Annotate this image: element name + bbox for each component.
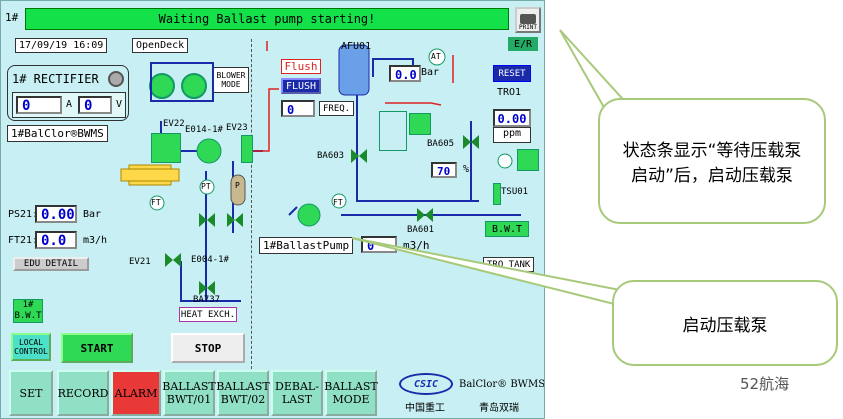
valve-v1-icon[interactable]: [199, 213, 215, 227]
ba737-valve-icon[interactable]: [199, 281, 215, 295]
ev23-valve-icon[interactable]: [241, 135, 253, 163]
ba605-label: BA605: [427, 139, 455, 149]
rectifier-title: 1# RECTIFIER: [12, 72, 99, 86]
p-label: P: [235, 181, 240, 190]
date-value: 17/09/19: [19, 40, 68, 51]
callout-top: 状态条显示“等待压载泵启动”后，启动压载泵: [598, 98, 826, 224]
deck-mode: OpenDeck: [132, 38, 189, 53]
ps21-unit: Bar: [83, 209, 102, 220]
pump-flow-value: 0: [361, 236, 397, 253]
divider: [251, 39, 252, 369]
nav-alarm-button[interactable]: ALARM: [111, 370, 161, 416]
ba605-valve-icon[interactable]: [463, 135, 479, 149]
tro-label: TRO1: [497, 87, 522, 98]
ev22-label: EV22: [163, 119, 185, 129]
nav-ballast-bwt02-button[interactable]: BALLAST BWT/02: [216, 370, 270, 416]
tro-tank-label: TRO TANK: [483, 257, 535, 272]
heat-exch-label: HEAT EXCH.: [179, 307, 237, 322]
freq-unit: FREQ.: [319, 101, 355, 116]
time-value: 16:09: [73, 40, 104, 51]
freq-value: 0: [281, 100, 315, 117]
hmi-panel: 1# Waiting Ballast pump starting! PRINT …: [0, 0, 545, 419]
tsu01-label: TSU01: [501, 187, 529, 197]
bwt-right-indicator: B.W.T: [485, 221, 529, 237]
er-indicator: E/R: [508, 37, 538, 51]
csic-logo: CSIC: [399, 373, 453, 395]
blower-mode-button[interactable]: BLOWER MODE: [213, 67, 249, 93]
tro-unit: ppm: [493, 127, 531, 143]
voltage-unit: V: [116, 99, 123, 110]
e004-label: E004-1#: [191, 255, 229, 265]
current-unit: A: [66, 99, 73, 110]
status-prefix: 1#: [5, 11, 19, 24]
nav-ballast-mode-button[interactable]: BALLAST MODE: [324, 370, 378, 416]
pump-flow-unit: m3/h: [403, 239, 430, 252]
nav-record-button[interactable]: RECORD: [57, 370, 109, 416]
start-button[interactable]: START: [61, 333, 133, 363]
date-display: 17/09/19 16:09: [15, 38, 108, 53]
print-label: PRINT: [518, 24, 538, 31]
ba605-pct-value: 70: [431, 162, 457, 178]
nav-ballast-bwt01-button[interactable]: BALLAST BWT/01: [162, 370, 216, 416]
rectifier-group: 1# RECTIFIER 0 A 0 V: [7, 65, 129, 121]
ev21-label: EV21: [129, 257, 151, 267]
callout-bottom: 启动压载泵: [612, 280, 838, 366]
ft21-unit: m3/h: [83, 235, 108, 246]
ps21-label: PS21:: [8, 209, 39, 220]
tro-valve-icon[interactable]: [517, 149, 539, 171]
ba603-valve-icon[interactable]: [351, 149, 367, 163]
tsu01-valve-icon[interactable]: [493, 183, 501, 205]
mixer-icon: [409, 113, 431, 135]
ba737-label: BA737: [193, 295, 221, 305]
current-value: 0: [16, 96, 62, 114]
afu-label: AFU01: [341, 41, 372, 52]
printer-icon: [520, 14, 536, 24]
system-label: 1#BalClor®BWMS: [7, 125, 108, 142]
flush-title: Flush: [281, 59, 321, 74]
blower-1-icon[interactable]: [149, 73, 175, 99]
afu-pressure-value: 0.0: [389, 65, 421, 82]
watermark: 52航海: [740, 375, 790, 393]
piping-diagram: [120, 41, 521, 302]
bwt-left-indicator: 1# B.W.T: [13, 299, 43, 323]
at-label: AT: [431, 52, 441, 61]
mixer-box: [379, 111, 407, 151]
nav-set-button[interactable]: SET: [9, 370, 53, 416]
ev23-label: EV23: [226, 123, 248, 133]
pt-label: PT: [201, 182, 211, 191]
flush-button[interactable]: FLUSH: [281, 78, 321, 94]
ps21-value: 0.00: [35, 205, 77, 223]
afu-pressure-unit: Bar: [421, 67, 440, 78]
tro-value: 0.00: [493, 109, 531, 127]
ba603-label: BA603: [317, 151, 345, 161]
ba601-label: BA601: [407, 225, 435, 235]
nav-deballast-button[interactable]: DEBAL- LAST: [271, 370, 323, 416]
brand-partner: 青岛双瑞: [479, 403, 519, 414]
ft21-label: FT21:: [8, 235, 39, 246]
ev22-valve-icon[interactable]: [151, 133, 181, 163]
ev21-valve-icon[interactable]: [165, 253, 181, 267]
print-button[interactable]: PRINT: [515, 7, 541, 33]
ft-label-pump: FT: [333, 198, 343, 207]
ba605-pct-unit: %: [463, 164, 470, 175]
ft-label-left: FT: [151, 198, 161, 207]
brand-company: 中国重工: [405, 403, 445, 414]
local-control-button[interactable]: LOCAL CONTROL: [11, 333, 51, 361]
valve-v2-icon[interactable]: [227, 213, 243, 227]
ba601-valve-icon[interactable]: [417, 208, 433, 222]
edu-detail-button[interactable]: EDU DETAIL: [13, 257, 89, 271]
tro-reset-button[interactable]: RESET: [493, 65, 531, 82]
blower-2-icon[interactable]: [181, 73, 207, 99]
voltage-value: 0: [78, 96, 112, 114]
e014-label: E014-1#: [185, 125, 223, 135]
ballast-pump-label[interactable]: 1#BallastPump: [259, 237, 354, 254]
status-bar: Waiting Ballast pump starting!: [25, 8, 509, 30]
rectifier-indicator-icon: [108, 71, 124, 87]
stop-button[interactable]: STOP: [171, 333, 245, 363]
ft21-value: 0.0: [35, 231, 77, 249]
brand-product: BalClor® BWMS: [459, 379, 545, 390]
